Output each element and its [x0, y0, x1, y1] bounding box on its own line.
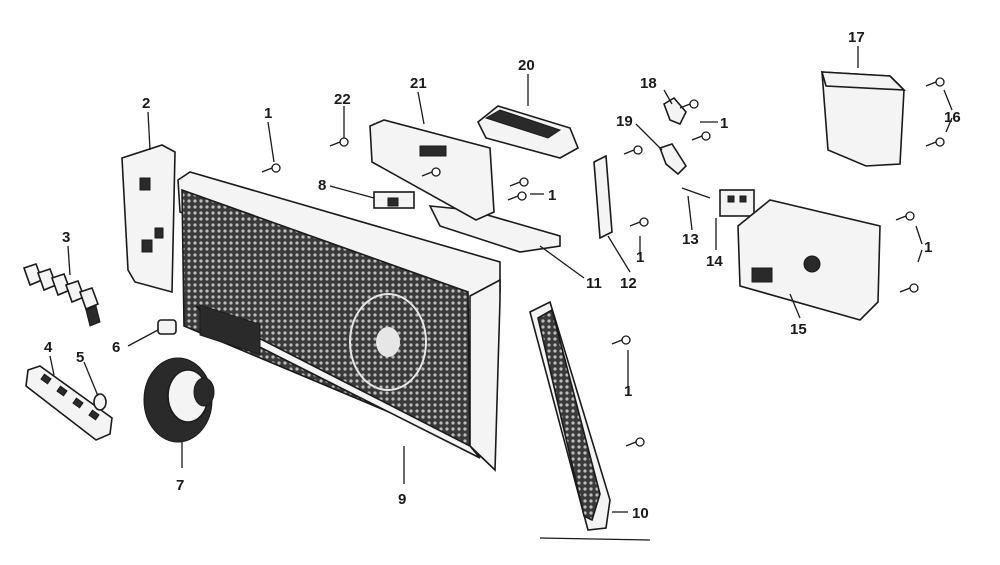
part-3-push-buttons — [22, 262, 101, 327]
callout-8: 8 — [318, 177, 326, 194]
callout-2: 2 — [142, 95, 150, 112]
part-14-terminal-block — [719, 189, 755, 217]
part-8-switch — [373, 191, 415, 209]
part-9-console-panel — [177, 171, 501, 472]
part-20-housing — [476, 105, 580, 159]
callout-4: 4 — [44, 339, 53, 356]
callout-19: 19 — [616, 113, 633, 130]
callout-18: 18 — [640, 75, 657, 92]
callout-labels: 1 1 1 1 1 1 2 3 4 5 6 7 8 9 10 11 12 13 … — [44, 29, 961, 522]
part-13-wire — [681, 187, 711, 199]
part-18-clip — [663, 96, 687, 126]
part-19-clip — [658, 143, 688, 176]
callout-12: 12 — [620, 275, 637, 292]
callout-17: 17 — [848, 29, 865, 46]
leader-lines — [49, 46, 953, 541]
callout-1: 1 — [720, 115, 728, 132]
part-10-side-panel — [529, 300, 611, 531]
callout-22: 22 — [334, 91, 351, 108]
screws — [261, 77, 945, 447]
callout-3: 3 — [62, 229, 70, 246]
callout-5: 5 — [76, 349, 84, 366]
callout-9: 9 — [398, 491, 406, 508]
callout-10: 10 — [632, 505, 649, 522]
callout-13: 13 — [682, 231, 699, 248]
part-7-dial-knob — [143, 357, 215, 443]
part-5-clip — [93, 393, 107, 411]
callout-20: 20 — [518, 57, 535, 74]
callout-1: 1 — [264, 105, 272, 122]
part-15-timer-bracket — [737, 199, 881, 321]
callout-21: 21 — [410, 75, 427, 92]
part-2-side-bracket — [121, 144, 176, 294]
part-12-terminal-strip — [593, 154, 613, 240]
callout-7: 7 — [176, 477, 184, 494]
callout-11: 11 — [586, 275, 602, 292]
part-11-channel — [428, 205, 561, 253]
callout-1: 1 — [548, 187, 556, 204]
part-17-cover — [820, 71, 907, 167]
callout-15: 15 — [790, 321, 807, 338]
part-6-shaft — [157, 319, 177, 335]
callout-1: 1 — [624, 383, 632, 400]
callout-6: 6 — [112, 339, 120, 356]
callout-1: 1 — [636, 249, 644, 266]
callout-1: 1 — [924, 239, 932, 256]
part-4-button-strip — [25, 365, 113, 441]
callout-14: 14 — [706, 253, 723, 270]
callout-16: 16 — [944, 109, 961, 126]
